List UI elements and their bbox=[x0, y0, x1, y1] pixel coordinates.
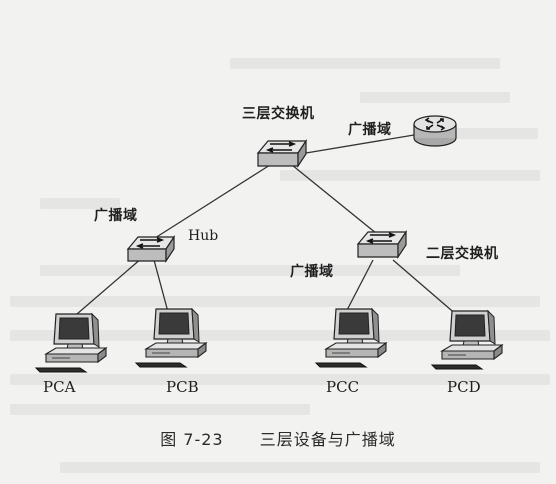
bleed-through-line bbox=[60, 462, 540, 473]
hub-label: Hub bbox=[188, 228, 219, 244]
pcd-label: PCD bbox=[447, 378, 481, 396]
pcc-label: PCC bbox=[326, 378, 360, 396]
pca-computer-icon bbox=[35, 313, 107, 373]
bleed-through-line bbox=[40, 198, 120, 209]
pcb-label: PCB bbox=[166, 378, 199, 396]
bleed-through-line bbox=[10, 330, 550, 341]
bleed-through-line bbox=[40, 265, 460, 276]
bleed-through-line bbox=[360, 92, 510, 103]
bleed-through-line bbox=[418, 128, 538, 139]
broadcast-domain-label-left: 广播域 bbox=[94, 208, 138, 224]
broadcast-domain-label-right: 广播域 bbox=[290, 264, 334, 280]
pcc-computer-icon bbox=[315, 308, 387, 368]
l2-switch-label: 二层交换机 bbox=[426, 246, 499, 262]
bleed-through-line bbox=[10, 296, 540, 307]
links bbox=[69, 133, 459, 321]
bleed-through-line bbox=[10, 404, 310, 415]
link-hub-pca bbox=[69, 257, 143, 321]
l3-switch-label: 三层交换机 bbox=[242, 106, 315, 122]
broadcast-domain-label-top: 广播域 bbox=[348, 122, 392, 138]
link-l2switch-pcd bbox=[392, 259, 459, 317]
pcb-computer-icon bbox=[135, 308, 207, 368]
pca-label: PCA bbox=[43, 378, 76, 396]
l2-switch-icon bbox=[356, 230, 408, 259]
link-hub-pcb bbox=[153, 259, 169, 313]
link-l3switch-hub bbox=[154, 164, 271, 239]
figure-number: 图 7-23 bbox=[160, 430, 224, 449]
router-icon bbox=[413, 115, 457, 147]
bleed-through-line bbox=[230, 58, 500, 69]
bleed-through-line bbox=[10, 374, 550, 385]
link-l2switch-pcc bbox=[344, 259, 374, 315]
hub-icon bbox=[126, 235, 176, 263]
l3-switch-icon bbox=[256, 139, 308, 168]
bleed-through-line bbox=[280, 170, 540, 181]
pcd-computer-icon bbox=[431, 310, 503, 370]
link-l3switch-l2switch bbox=[291, 164, 383, 239]
link-l3switch-router bbox=[299, 133, 421, 155]
figure-title: 三层设备与广播域 bbox=[259, 430, 396, 449]
figure-caption: 图 7-23 三层设备与广播域 bbox=[0, 426, 556, 450]
